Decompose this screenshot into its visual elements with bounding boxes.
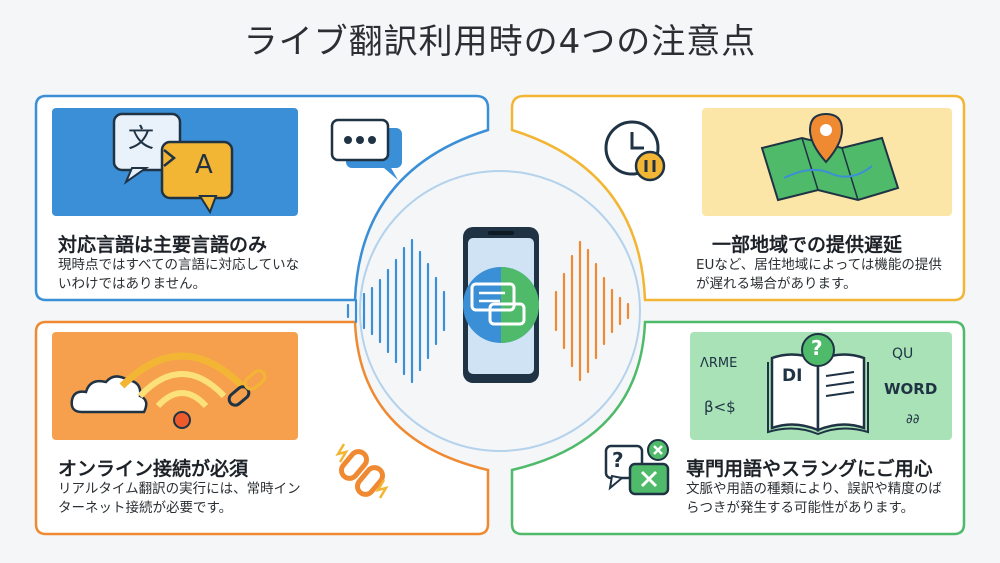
question-glyph: ? bbox=[612, 448, 624, 472]
slang-glyph-2: β<$ bbox=[704, 398, 736, 416]
broken-link-icon bbox=[335, 443, 389, 499]
card-description: リアルタイム翻訳の実行には、常時インターネット接続が必要です。 bbox=[58, 481, 301, 516]
slang-glyph-1: ΛRME bbox=[700, 356, 738, 371]
clock-pause-icon bbox=[604, 120, 666, 182]
card-heading: オンライン接続が必須 bbox=[58, 458, 249, 480]
card-heading: 一部地域での提供遅延 bbox=[712, 234, 903, 256]
phone-icon bbox=[463, 227, 539, 383]
card-heading: 対応言語は主要言語のみ bbox=[58, 234, 268, 256]
card-description: 現時点ではすべての言語に対応していないわけではありません。 bbox=[58, 257, 300, 292]
card-description: EUなど、居住地域によっては機能の提供が遅れる場合があります。 bbox=[696, 257, 942, 292]
map-pin-icon bbox=[702, 108, 952, 216]
waveform-right bbox=[554, 240, 630, 382]
page-title: ライブ翻訳利用時の4つの注意点 bbox=[243, 22, 757, 62]
card-description: 文脈や用語の種類により、誤訳や精度のばらつきが発生する可能性があります。 bbox=[686, 481, 942, 516]
wifi-cloud-icon bbox=[52, 332, 298, 440]
bun-glyph: 文 bbox=[128, 124, 155, 154]
chat-bubbles-icon bbox=[330, 118, 402, 180]
card-heading: 専門用語やスラングにご用心 bbox=[686, 458, 933, 480]
book-icon bbox=[690, 332, 952, 440]
question-bubbles-icon bbox=[604, 439, 670, 496]
slang-glyph-4: ∂∂ bbox=[906, 412, 920, 427]
translate-illustration bbox=[52, 108, 298, 216]
book-question-glyph: ? bbox=[811, 336, 823, 360]
di-glyph: DI bbox=[782, 366, 803, 386]
center-circle bbox=[359, 170, 641, 452]
word-glyph: WORD bbox=[884, 380, 938, 398]
waveform-left bbox=[346, 238, 446, 384]
a-glyph: A bbox=[195, 150, 213, 180]
slang-glyph-3: QU bbox=[892, 346, 914, 362]
